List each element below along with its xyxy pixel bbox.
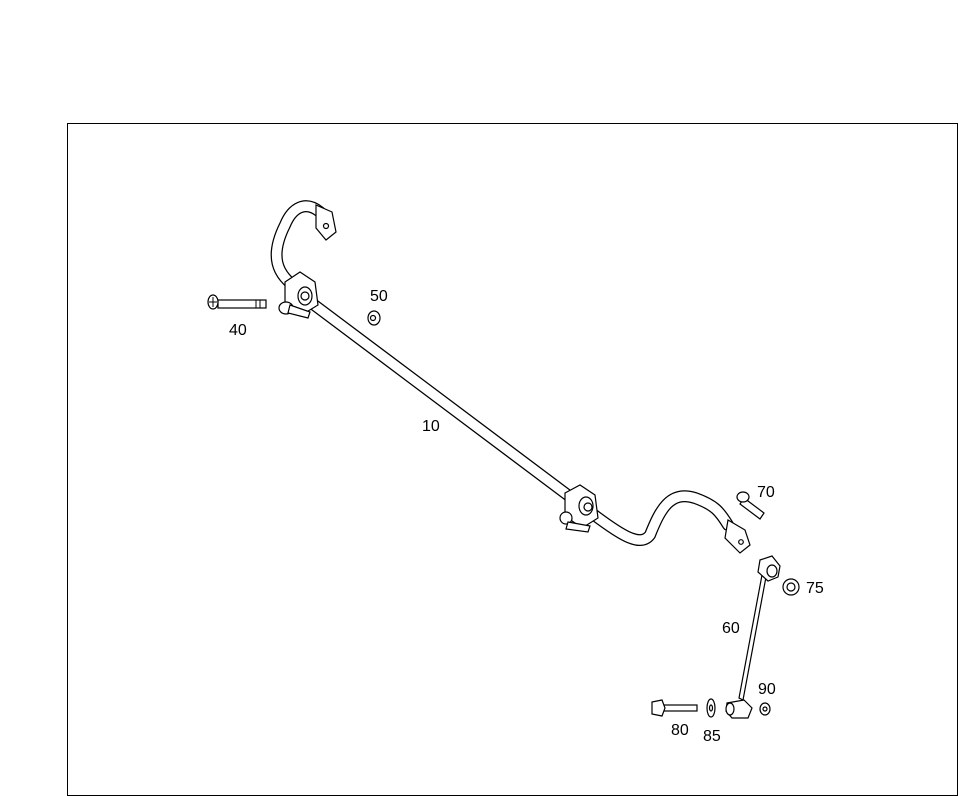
stabilizer-bar[interactable]: [270, 200, 751, 554]
bolt-70[interactable]: [736, 491, 765, 520]
label-75[interactable]: 75: [806, 580, 824, 597]
label-90[interactable]: 90: [758, 681, 776, 698]
bushing-right[interactable]: [559, 484, 599, 533]
label-85[interactable]: 85: [703, 728, 721, 745]
bolt-80[interactable]: [651, 699, 698, 717]
label-50[interactable]: 50: [370, 288, 388, 305]
bolt-40[interactable]: [207, 294, 267, 310]
label-70[interactable]: 70: [757, 484, 775, 501]
label-10[interactable]: 10: [422, 418, 440, 435]
label-40[interactable]: 40: [229, 322, 247, 339]
bushing-left[interactable]: [278, 271, 319, 319]
right-mount-bracket: [724, 519, 751, 554]
nut-75[interactable]: [782, 578, 800, 596]
nut-90[interactable]: [759, 702, 771, 716]
label-80[interactable]: 80: [671, 722, 689, 739]
washer-85[interactable]: [706, 698, 716, 718]
label-60[interactable]: 60: [722, 620, 740, 637]
nut-50[interactable]: [367, 310, 381, 326]
left-mount-bracket: [315, 204, 337, 241]
link-rod-60[interactable]: [725, 555, 781, 719]
